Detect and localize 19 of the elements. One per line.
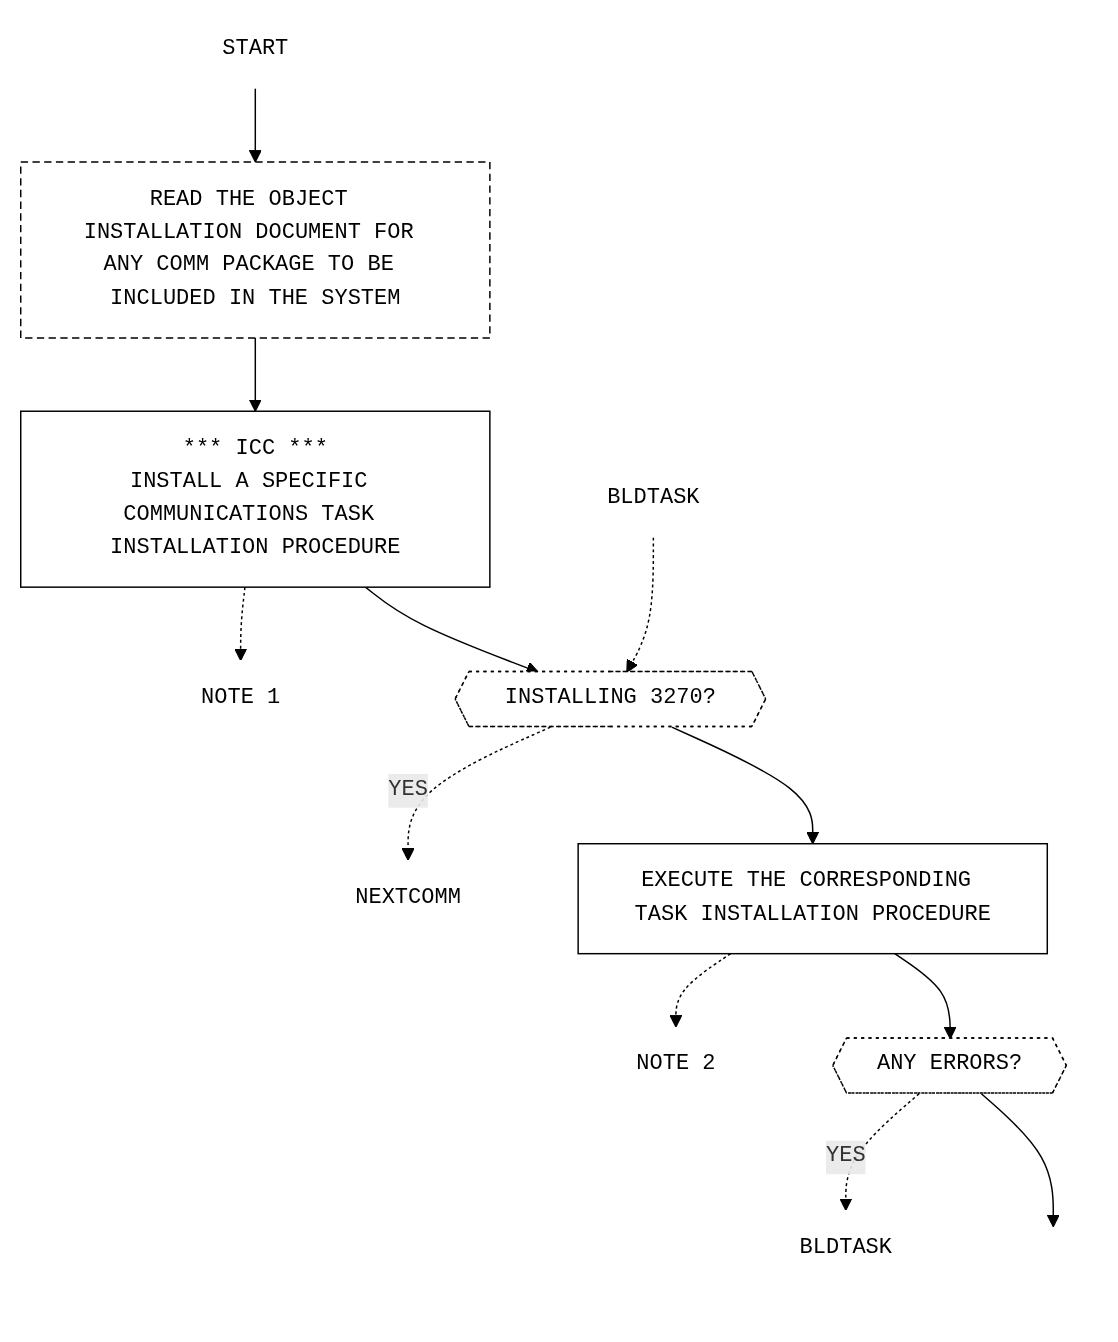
- node-box: READ THE OBJECT INSTALLATION DOCUMENT FOR ANY COMM PACKAGE TO BE INCLUDED IN THE SYSTEM: [20, 161, 491, 339]
- edge-label: YES: [826, 1143, 866, 1169]
- edge-label: YES: [388, 777, 428, 802]
- node-text: BLDTASK: [799, 1235, 892, 1261]
- arrow: [248, 87, 262, 163]
- node-text: NEXTCOMM: [355, 885, 461, 911]
- arrow: [248, 337, 262, 412]
- node-box: *** ICC *** INSTALL A SPECIFIC COMMUNICATIONS TASK INSTALLATION PROCEDURE: [20, 410, 491, 588]
- arrow: [234, 586, 248, 662]
- node-text: NOTE 2: [636, 1051, 716, 1077]
- arrow: [626, 536, 655, 673]
- arrow: [980, 1092, 1060, 1228]
- node-text: BLDTASK: [607, 485, 700, 511]
- node-box: EXECUTE THE CORRESPONDING TASK INSTALLATION PROCEDURE: [577, 843, 1049, 955]
- arrow: [669, 952, 732, 1028]
- node-text: START: [222, 36, 289, 62]
- arrow: [401, 726, 552, 861]
- arrow: [671, 726, 820, 845]
- node-text: NOTE 1: [201, 685, 281, 711]
